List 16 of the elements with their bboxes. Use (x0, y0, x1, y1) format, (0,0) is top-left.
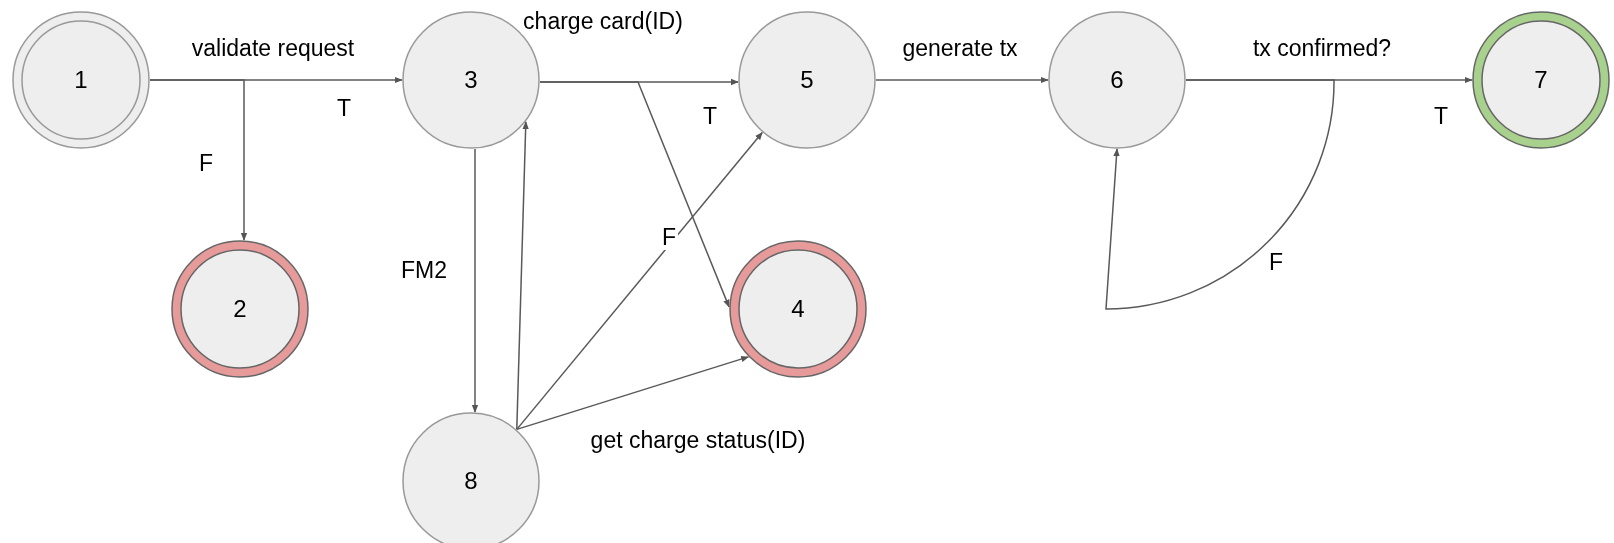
arrow (471, 148, 479, 413)
arrow (1105, 79, 1335, 310)
arrow (149, 79, 248, 241)
arrow (875, 76, 1049, 84)
state-circle: 4 (729, 240, 867, 378)
transition-label: validate request (189, 35, 357, 61)
state-circle: 6 (1048, 11, 1186, 149)
arrow (539, 81, 730, 308)
arrow (516, 121, 529, 431)
state-circle: 5 (738, 11, 876, 149)
state-circle: 7 (1472, 11, 1610, 149)
arrow (516, 356, 750, 431)
arrow (516, 131, 763, 431)
state-circle: 1 (12, 11, 150, 149)
state-circle: 2 (171, 240, 309, 378)
transition-label: charge card(ID) (521, 8, 685, 34)
